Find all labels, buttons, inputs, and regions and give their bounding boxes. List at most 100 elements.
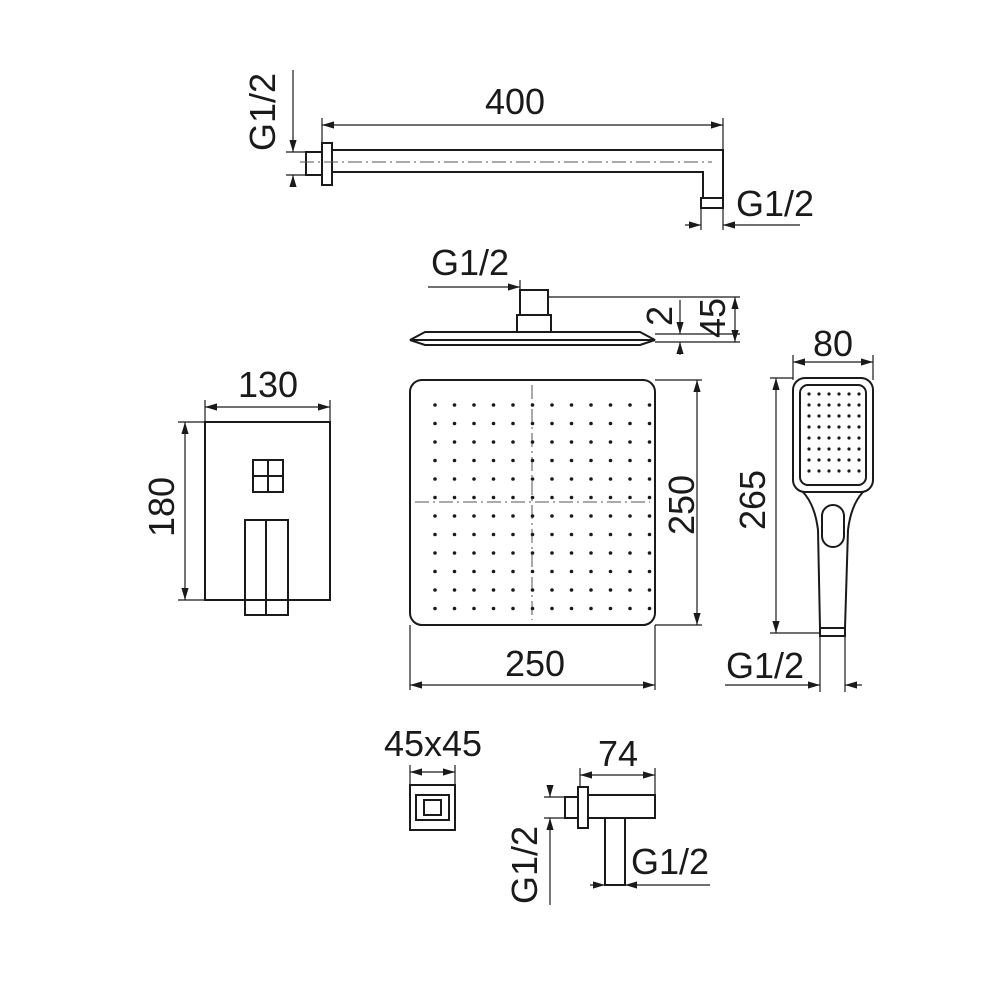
nozzle-dot bbox=[472, 403, 476, 407]
nozzle-dot bbox=[647, 532, 652, 537]
nozzle-dot bbox=[472, 532, 476, 537]
nozzle-dot bbox=[647, 606, 652, 611]
nozzle-dot bbox=[589, 551, 593, 555]
nozzle-dot bbox=[472, 569, 476, 574]
nozzle-dot bbox=[589, 421, 593, 426]
nozzle-dot bbox=[569, 606, 574, 611]
nozzle-dot bbox=[452, 532, 457, 537]
arm-wall-thread-label: G1/2 bbox=[242, 73, 283, 151]
nozzle-dot bbox=[569, 440, 574, 444]
nozzle-dot bbox=[628, 440, 632, 444]
hand-nozzle-dot bbox=[817, 447, 821, 451]
nozzle-dot bbox=[628, 458, 632, 463]
nozzle-dot bbox=[628, 421, 632, 426]
nozzle-dot bbox=[628, 532, 632, 537]
hand-shower-length-label: 265 bbox=[732, 470, 773, 530]
nozzle-dot bbox=[452, 588, 457, 592]
nozzle-dot bbox=[433, 551, 437, 555]
nozzle-dot bbox=[511, 495, 515, 500]
nozzle-dot bbox=[569, 551, 574, 555]
nozzle-dot bbox=[511, 440, 515, 444]
nozzle-dot bbox=[589, 588, 593, 592]
hand-nozzle-dot bbox=[837, 447, 841, 451]
nozzle-dot bbox=[511, 532, 515, 537]
nozzle-dot bbox=[472, 551, 476, 555]
nozzle-dot bbox=[608, 440, 613, 444]
mixer-plate: 130 180 bbox=[141, 364, 331, 616]
nozzle-dot bbox=[569, 569, 574, 574]
hand-nozzle-dot bbox=[807, 414, 811, 418]
nozzle-dot bbox=[628, 588, 632, 592]
nozzle-dot bbox=[647, 495, 652, 500]
nozzle-dot bbox=[511, 458, 515, 463]
hand-nozzle-dot bbox=[827, 436, 831, 440]
hand-nozzle-dot bbox=[847, 447, 851, 451]
nozzle-dot bbox=[433, 440, 437, 444]
nozzle-dot bbox=[433, 477, 437, 481]
nozzle-dot bbox=[511, 477, 515, 481]
nozzle-dot bbox=[608, 588, 613, 592]
nozzle-dot bbox=[530, 532, 535, 537]
hand-nozzle-dot bbox=[857, 447, 861, 451]
nozzle-dot bbox=[569, 495, 574, 500]
nozzle-dot bbox=[608, 551, 613, 555]
hand-nozzle-dot bbox=[807, 392, 811, 396]
hand-nozzle-dot bbox=[847, 458, 851, 462]
hand-nozzle-dot bbox=[807, 403, 811, 407]
nozzle-dot bbox=[491, 532, 496, 537]
nozzle-dot bbox=[491, 551, 496, 555]
hand-nozzle-dot bbox=[857, 414, 861, 418]
nozzle-dot bbox=[472, 588, 476, 592]
nozzle-dot bbox=[491, 421, 496, 426]
nozzle-dot bbox=[511, 569, 515, 574]
nozzle-dot bbox=[511, 551, 515, 555]
mixer-width-label: 130 bbox=[238, 364, 298, 405]
nozzle-dot bbox=[550, 532, 554, 537]
nozzle-dot bbox=[452, 514, 457, 518]
nozzle-dot bbox=[569, 477, 574, 481]
nozzle-dot bbox=[530, 551, 535, 555]
hand-nozzle-dot bbox=[827, 458, 831, 462]
nozzle-grid bbox=[433, 403, 652, 611]
nozzle-dot bbox=[511, 403, 515, 407]
nozzle-dot bbox=[530, 458, 535, 463]
hand-shower-nozzles bbox=[807, 392, 861, 473]
nozzle-dot bbox=[472, 421, 476, 426]
nozzle-dot bbox=[530, 421, 535, 426]
nozzle-dot bbox=[433, 606, 437, 611]
hand-nozzle-dot bbox=[827, 447, 831, 451]
hand-nozzle-dot bbox=[817, 469, 821, 473]
nozzle-dot bbox=[433, 421, 437, 426]
nozzle-dot bbox=[433, 458, 437, 463]
hand-nozzle-dot bbox=[857, 469, 861, 473]
hand-nozzle-dot bbox=[827, 414, 831, 418]
head-plate-thickness-label: 2 bbox=[639, 306, 680, 326]
nozzle-dot bbox=[589, 458, 593, 463]
nozzle-dot bbox=[589, 514, 593, 518]
nozzle-dot bbox=[550, 514, 554, 518]
nozzle-dot bbox=[511, 606, 515, 611]
nozzle-dot bbox=[530, 440, 535, 444]
hand-nozzle-dot bbox=[837, 392, 841, 396]
nozzle-dot bbox=[589, 532, 593, 537]
nozzle-dot bbox=[472, 477, 476, 481]
nozzle-dot bbox=[569, 403, 574, 407]
nozzle-dot bbox=[550, 440, 554, 444]
hand-nozzle-dot bbox=[857, 425, 861, 429]
nozzle-dot bbox=[647, 477, 652, 481]
hand-nozzle-dot bbox=[807, 425, 811, 429]
nozzle-dot bbox=[589, 606, 593, 611]
nozzle-dot bbox=[628, 514, 632, 518]
nozzle-dot bbox=[608, 532, 613, 537]
nozzle-dot bbox=[491, 403, 496, 407]
nozzle-dot bbox=[550, 458, 554, 463]
hand-nozzle-dot bbox=[847, 403, 851, 407]
nozzle-dot bbox=[530, 569, 535, 574]
nozzle-dot bbox=[550, 588, 554, 592]
nozzle-dot bbox=[589, 569, 593, 574]
nozzle-dot bbox=[608, 477, 613, 481]
nozzle-dot bbox=[452, 495, 457, 500]
nozzle-dot bbox=[511, 588, 515, 592]
nozzle-dot bbox=[608, 458, 613, 463]
